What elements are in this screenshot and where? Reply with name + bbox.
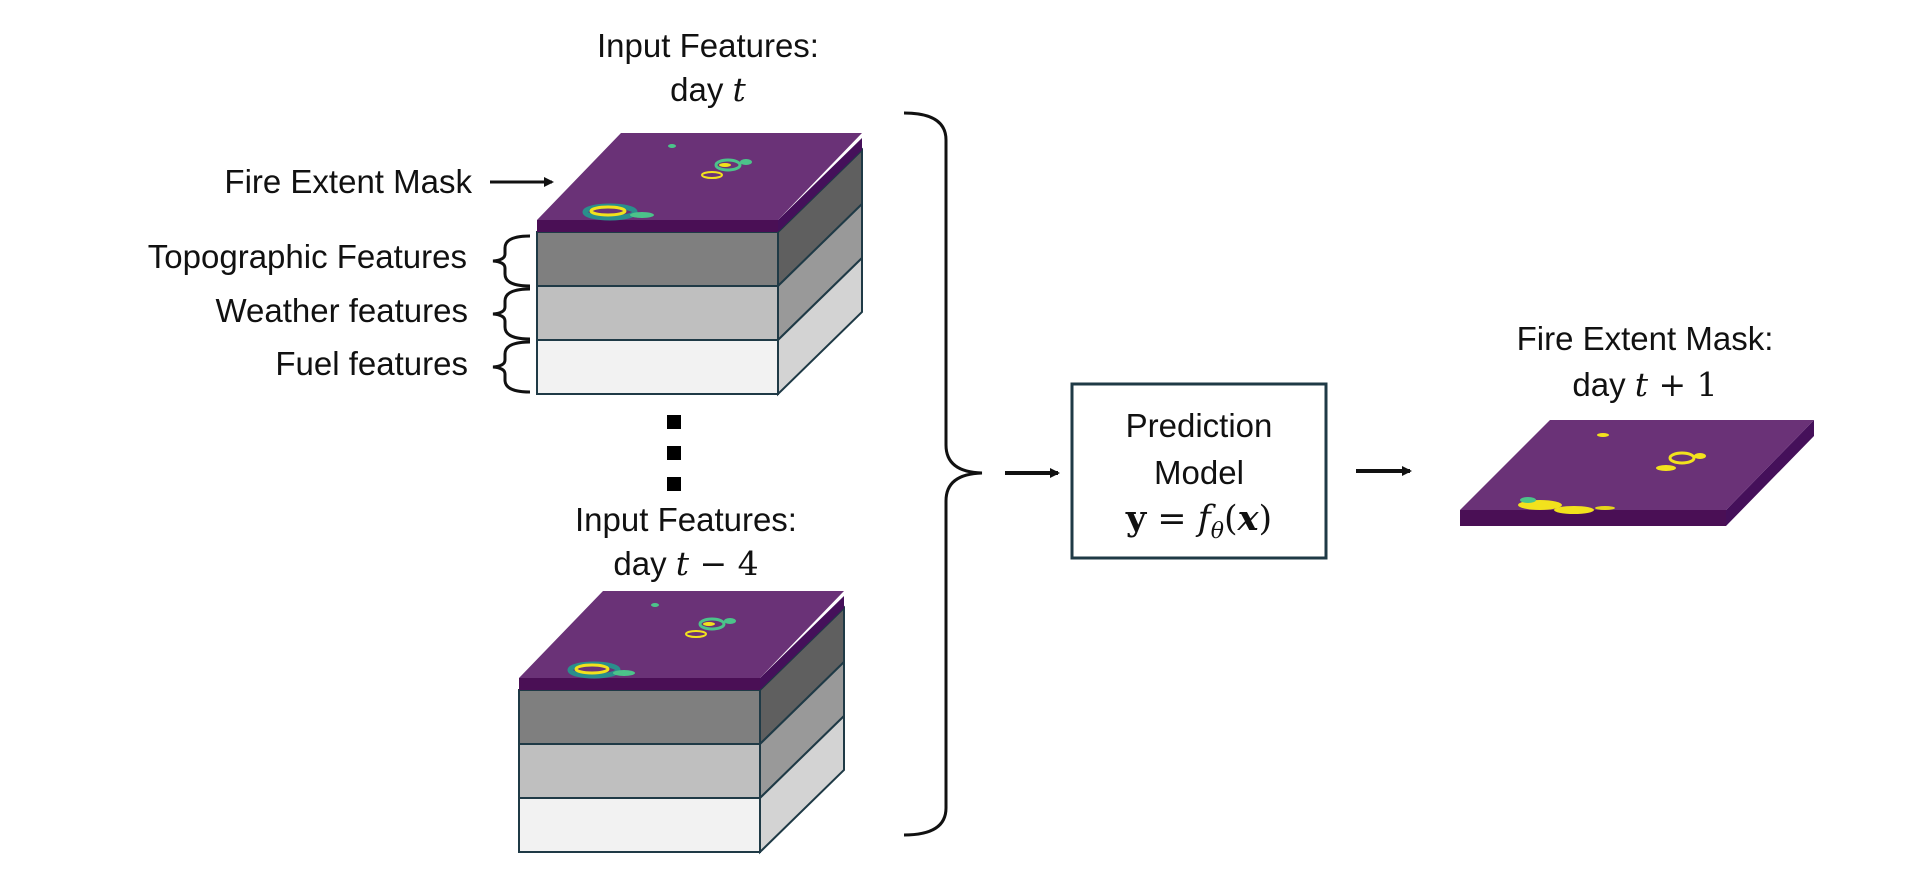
- stack-top-header-line2: day t: [670, 70, 746, 109]
- weather-features-label: Weather features: [215, 292, 468, 329]
- bottom-fire-mask-top-face: [519, 591, 844, 678]
- prediction-model-box: Prediction Model y = fθ(x): [1070, 382, 1328, 560]
- bottom-weather-layer-front: [518, 743, 761, 799]
- stack-bottom-header-line1: Input Features:: [575, 501, 797, 538]
- output-fire-mask: Fire Extent Mask: day t + 1: [1460, 320, 1814, 526]
- topographic-layer-front: [536, 231, 779, 287]
- fuel-features-label: Fuel features: [275, 345, 468, 382]
- output-header-line1: Fire Extent Mask:: [1517, 320, 1774, 357]
- bottom-mask-layer-side: [760, 596, 844, 690]
- model-label-line2: Model: [1154, 454, 1244, 491]
- topographic-brace-icon: [492, 234, 531, 288]
- output-mask-side: [1726, 420, 1814, 526]
- stack-bottom-header-line2: day t − 4: [613, 544, 758, 583]
- output-fire-spots: [1518, 433, 1706, 514]
- model-formula: y = fθ(x): [1125, 498, 1272, 544]
- input-stack-day-t-minus-4: Input Features: day t − 4: [518, 501, 845, 855]
- weather-layer-front: [536, 285, 779, 341]
- weather-brace-icon: [492, 287, 531, 341]
- fire-mask-top-face: [537, 133, 862, 220]
- mask-layer-side: [778, 138, 862, 232]
- model-label-line1: Prediction: [1126, 407, 1273, 444]
- bottom-mask-layer-front: [519, 678, 760, 690]
- right-curly-brace-icon: [903, 111, 983, 837]
- input-stack-day-t: Input Features: day t Fire Extent Mask T…: [148, 27, 863, 397]
- bottom-fuel-layer-front: [518, 797, 761, 853]
- bottom-topographic-layer-front: [518, 689, 761, 745]
- fire-mask-label: Fire Extent Mask: [224, 163, 472, 200]
- vertical-dots-icon: [667, 415, 681, 491]
- stack-top-header-line1: Input Features:: [597, 27, 819, 64]
- mask-layer-front: [537, 220, 778, 232]
- output-mask-top-face: [1460, 420, 1814, 510]
- fire-spots: [582, 144, 752, 221]
- output-mask-front: [1460, 510, 1726, 526]
- topographic-features-label: Topographic Features: [148, 238, 467, 275]
- fuel-brace-icon: [492, 340, 531, 394]
- bottom-fire-spots: [567, 603, 736, 679]
- fuel-layer-front: [536, 339, 779, 395]
- output-header-line2: day t + 1: [1572, 365, 1717, 404]
